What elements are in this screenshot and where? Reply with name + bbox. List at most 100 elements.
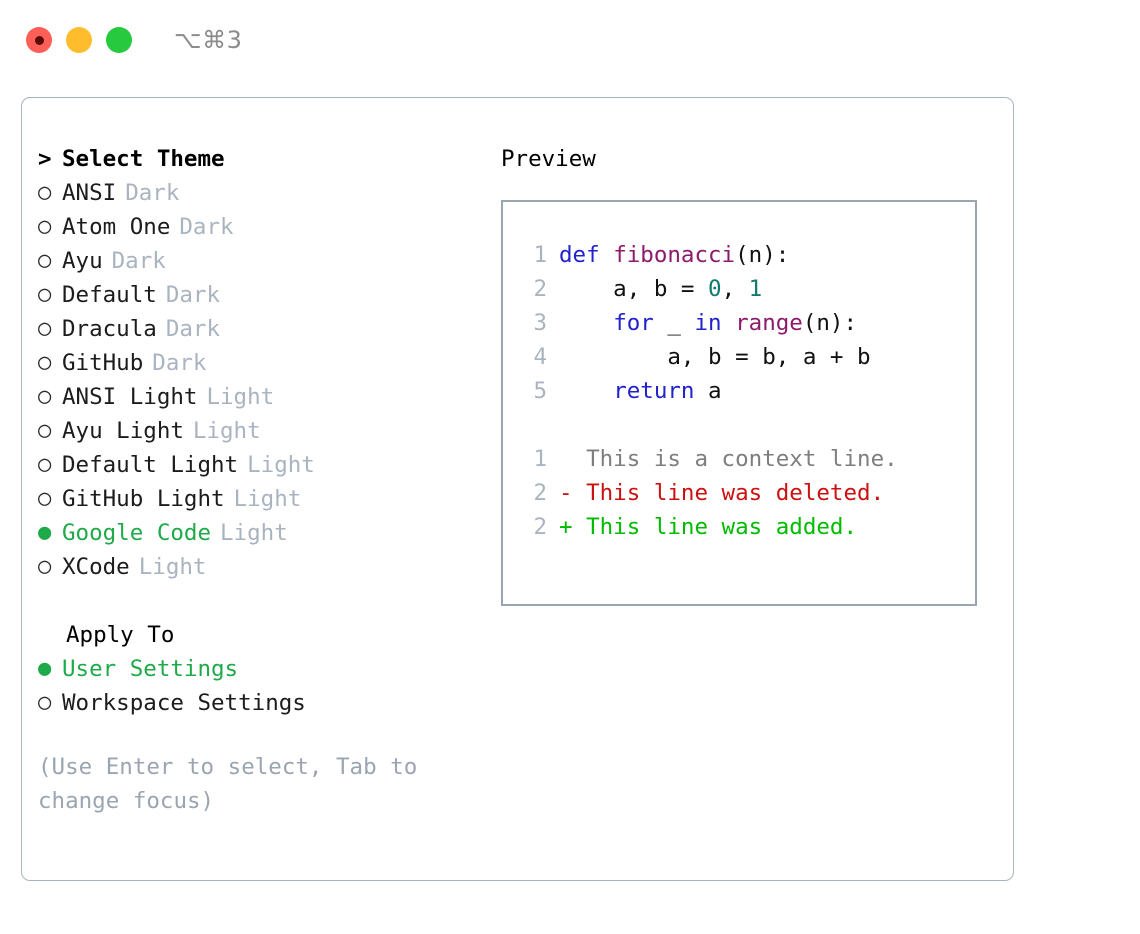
theme-variant-badge: Dark: [111, 248, 166, 274]
apply-to-label: Workspace Settings: [62, 690, 306, 716]
radio-selected-icon[interactable]: ●: [38, 656, 52, 681]
theme-name: ANSI: [62, 180, 117, 206]
theme-list-item[interactable]: ● Google Code Light: [38, 516, 478, 550]
diff-sample: 1 This is a context line.2- This line wa…: [503, 446, 975, 548]
line-number: 5: [533, 378, 547, 404]
code-text: a, b = b, a + b: [559, 344, 871, 370]
keyboard-hint: (Use Enter to select, Tab to change focu…: [38, 754, 418, 814]
theme-variant-badge: Light: [233, 486, 302, 512]
code-token: [559, 378, 613, 404]
apply-to-option[interactable]: ● User Settings: [38, 652, 478, 686]
theme-variant-badge: Dark: [125, 180, 180, 206]
select-theme-header: > Select Theme: [38, 142, 478, 176]
line-number: 1: [533, 446, 547, 472]
line-number: 1: [533, 242, 547, 268]
theme-variant-badge: Dark: [165, 316, 221, 342]
theme-list-item[interactable]: ○ ANSI Light Light: [38, 380, 478, 414]
code-token: return: [613, 378, 695, 404]
close-button[interactable]: [26, 27, 52, 53]
code-token: [722, 310, 736, 336]
code-text: return a: [559, 378, 722, 404]
minimize-button[interactable]: [66, 27, 92, 53]
code-token: def: [559, 242, 614, 268]
code-line: 5 return a: [503, 378, 975, 412]
diff-text: This line was deleted.: [586, 480, 885, 506]
diff-text: This line was added.: [586, 514, 858, 540]
theme-name: GitHub Light: [62, 486, 225, 512]
code-token: _: [653, 310, 695, 336]
apply-to-label: User Settings: [62, 656, 239, 682]
diff-marker: -: [559, 480, 587, 506]
radio-unselected-icon[interactable]: ○: [38, 554, 52, 579]
theme-name: GitHub: [62, 350, 144, 376]
theme-variant-badge: Light: [220, 520, 288, 546]
code-token: ,: [721, 276, 749, 302]
radio-unselected-icon[interactable]: ○: [38, 486, 52, 511]
theme-variant-badge: Light: [138, 554, 207, 580]
theme-name: Default Light: [62, 452, 239, 478]
diff-line: 2- This line was deleted.: [503, 480, 975, 514]
code-token: in: [694, 310, 722, 336]
code-line: 1 def fibonacci(n):: [503, 242, 975, 276]
code-token: 1: [748, 276, 763, 302]
select-theme-title: Select Theme: [62, 146, 225, 172]
apply-to-header: Apply To: [66, 622, 175, 648]
diff-line: 1 This is a context line.: [503, 446, 975, 480]
code-text: for _ in range(n):: [559, 310, 857, 336]
radio-unselected-icon[interactable]: ○: [38, 248, 52, 273]
theme-name: ANSI Light: [62, 384, 198, 410]
theme-list-item[interactable]: ○ ANSI Dark: [38, 176, 478, 210]
radio-unselected-icon[interactable]: ○: [38, 418, 52, 443]
radio-unselected-icon[interactable]: ○: [38, 452, 52, 477]
code-token: (n):: [735, 242, 790, 268]
theme-list-item[interactable]: ○ Ayu Light Light: [38, 414, 478, 448]
code-token: [559, 310, 613, 336]
diff-text: This is a context line.: [586, 446, 898, 472]
code-token: a, b = b, a + b: [559, 344, 871, 370]
theme-variant-badge: Light: [206, 384, 275, 410]
radio-unselected-icon[interactable]: ○: [38, 282, 52, 307]
apply-to-list: ● User Settings ○ Workspace Settings: [38, 652, 478, 720]
theme-name: Ayu Light: [62, 418, 184, 444]
radio-unselected-icon[interactable]: ○: [38, 350, 52, 375]
radio-unselected-icon[interactable]: ○: [38, 214, 52, 239]
theme-variant-badge: Light: [192, 418, 261, 444]
radio-selected-icon[interactable]: ●: [38, 520, 52, 545]
code-text: def fibonacci(n):: [559, 242, 789, 268]
diff-marker: [559, 446, 586, 472]
radio-unselected-icon[interactable]: ○: [38, 180, 52, 205]
code-token: a: [694, 378, 722, 404]
code-line: 3 for _ in range(n):: [503, 310, 975, 344]
radio-unselected-icon[interactable]: ○: [38, 690, 52, 715]
code-text: a, b = 0, 1: [559, 276, 762, 302]
theme-variant-badge: Dark: [165, 282, 221, 308]
radio-unselected-icon[interactable]: ○: [38, 316, 52, 341]
maximize-button[interactable]: [106, 27, 132, 53]
diff-marker: +: [559, 514, 587, 540]
code-token: a, b =: [559, 276, 709, 302]
prompt-caret-icon: >: [38, 146, 52, 172]
apply-to-option[interactable]: ○ Workspace Settings: [38, 686, 478, 720]
theme-name: Google Code: [62, 520, 212, 546]
code-line: 2 a, b = 0, 1: [503, 276, 975, 310]
section-spacer: [38, 584, 478, 618]
line-number: 3: [533, 310, 547, 336]
line-number: 2: [533, 480, 547, 506]
radio-unselected-icon[interactable]: ○: [38, 384, 52, 409]
preview-title: Preview: [501, 146, 596, 172]
title-bar: ⌥⌘3: [0, 0, 1140, 80]
theme-list-item[interactable]: ○ GitHub Light Light: [38, 482, 478, 516]
